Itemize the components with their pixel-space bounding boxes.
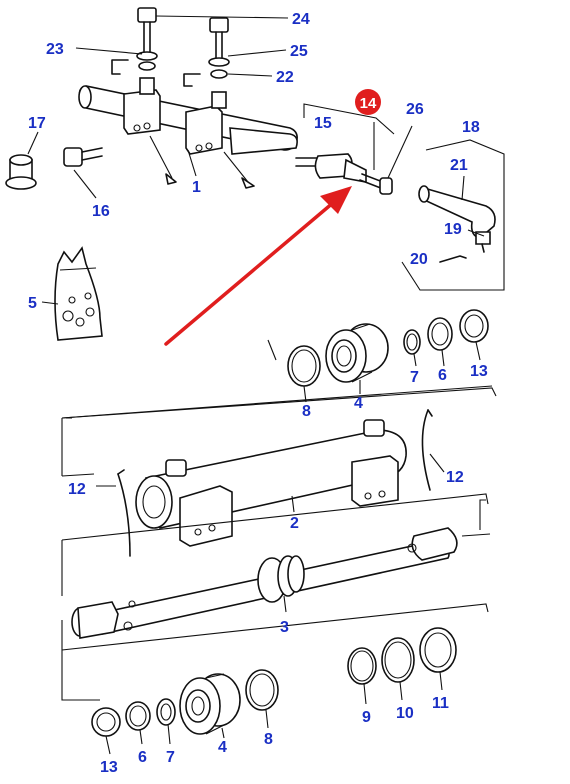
callout-7-bottom: 7	[166, 749, 175, 766]
callout-4-bottom: 4	[218, 739, 227, 756]
split-pin-23	[111, 59, 201, 87]
wiper-13-bottom	[91, 707, 121, 737]
callout-9: 9	[362, 709, 371, 726]
callout-1: 1	[192, 179, 201, 196]
callout-8-top: 8	[302, 403, 311, 420]
callout-3: 3	[280, 619, 289, 636]
split-pin-20	[439, 255, 467, 263]
panel-row-2	[61, 385, 497, 530]
callout-6-bottom: 6	[138, 749, 147, 766]
piston-rod-3	[71, 527, 458, 639]
ring-7-bottom	[156, 698, 176, 726]
callout-13-bottom: 13	[100, 759, 118, 776]
red-pointer-arrow	[164, 186, 352, 346]
panel-row-1	[267, 339, 277, 361]
o-ring-8-top	[287, 345, 321, 387]
callout-18: 18	[462, 119, 480, 136]
ring-6-top	[427, 317, 453, 351]
callout-16: 16	[92, 203, 110, 220]
ring-7-top	[403, 329, 421, 355]
callout-15: 15	[314, 115, 332, 132]
ring-11	[419, 627, 457, 673]
callout-2: 2	[290, 515, 299, 532]
callout-17: 17	[28, 115, 46, 132]
cylinder-barrel-2	[135, 419, 407, 547]
callout-21: 21	[450, 157, 468, 174]
highlight-badge-14[interactable]: 14	[355, 89, 381, 115]
callout-19: 19	[444, 221, 462, 238]
highlight-badge-label: 14	[360, 95, 377, 112]
callout-20: 20	[410, 251, 428, 268]
bush-17	[5, 154, 37, 190]
callout-23: 23	[46, 41, 64, 58]
callout-6-top: 6	[438, 367, 447, 384]
wiper-13-top	[459, 309, 489, 343]
o-ring-8-bottom	[245, 669, 279, 711]
seal-kit-bag-5	[54, 246, 103, 341]
callout-13-top: 13	[470, 363, 488, 380]
callout-10: 10	[396, 705, 414, 722]
callout-24: 24	[292, 11, 310, 28]
callout-4-top: 4	[354, 395, 363, 412]
tie-rod-15	[295, 153, 393, 195]
bolt-16	[63, 147, 103, 167]
callout-22: 22	[276, 69, 294, 86]
callout-8-bottom: 8	[264, 731, 273, 748]
callout-11: 11	[432, 695, 449, 712]
cylinder-assembly-1	[78, 77, 298, 155]
ring-6-bottom	[125, 701, 151, 731]
ring-9	[347, 647, 377, 685]
bolt-24-right	[209, 17, 229, 61]
snap-ring-12-right	[421, 409, 433, 491]
panel-row-4	[61, 603, 489, 701]
callout-25: 25	[290, 43, 308, 60]
snap-ring-12-left	[117, 469, 131, 557]
ring-10	[381, 637, 415, 683]
callout-5: 5	[28, 295, 37, 312]
piston-4-top	[325, 323, 389, 383]
callout-26: 26	[406, 101, 424, 118]
bolt-24-left	[137, 7, 157, 53]
callout-12-left: 12	[68, 481, 86, 498]
callout-12-right: 12	[446, 469, 464, 486]
callout-7-top: 7	[410, 369, 419, 386]
panel-row-3	[61, 493, 491, 650]
tie-rod-end-21	[418, 185, 496, 253]
piston-4-bottom	[179, 673, 241, 735]
